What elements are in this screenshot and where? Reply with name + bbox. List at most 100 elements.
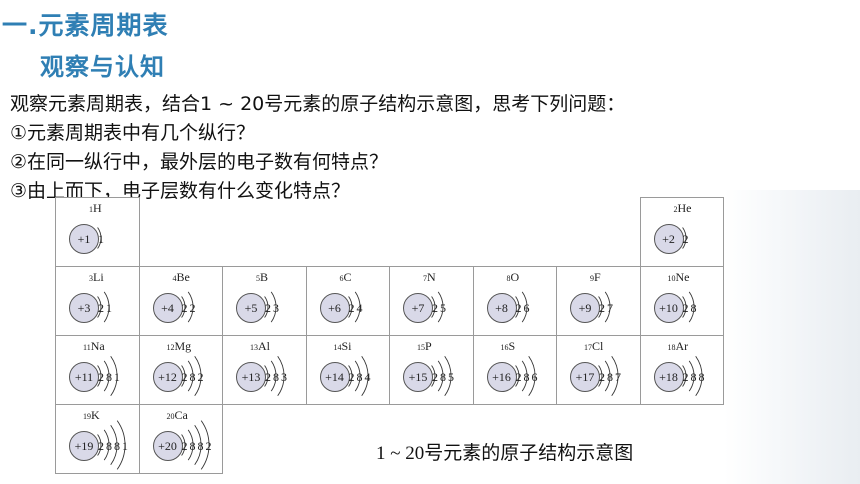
electron-shell-arc	[611, 355, 619, 397]
atomic-number: 1	[89, 205, 93, 214]
element-symbol-text: Si	[341, 339, 352, 353]
nucleus-circle: +18	[653, 362, 684, 392]
atomic-number: 16	[500, 343, 509, 352]
shell-electron-count: 2	[197, 370, 204, 384]
shell-electron-count: 1	[106, 301, 112, 315]
electron-shell-arcs	[97, 355, 118, 397]
nucleus-circle: +3	[69, 293, 99, 323]
electron-shell-arc	[514, 296, 519, 318]
nucleus-circle: +6	[319, 293, 350, 323]
electron-shell-arc	[354, 360, 360, 392]
electron-shell-arc	[521, 360, 527, 392]
shell-electron-count: 1	[122, 439, 128, 453]
nucleus-circle: +15	[403, 362, 433, 392]
electron-shell-arcs	[97, 420, 126, 470]
nucleus-circle: +1	[69, 224, 99, 254]
element-symbol-text: Ca	[174, 408, 188, 422]
element-symbol-text: Mg	[174, 339, 192, 353]
electron-shell-arc	[604, 360, 611, 392]
electron-shell-arc	[688, 291, 694, 323]
electron-shell-arcs	[598, 291, 611, 323]
shell-electron-count: 8	[114, 439, 120, 453]
electron-shell-arcs	[681, 227, 686, 249]
element-symbol-text: F	[594, 270, 601, 284]
element-symbol: 19K	[83, 408, 100, 423]
shell-electron-count: 8	[273, 370, 279, 384]
electron-shell-arcs	[431, 355, 452, 397]
atomic-number: 5	[256, 274, 260, 283]
atomic-number: 18	[667, 343, 676, 352]
element-symbol: 5B	[256, 270, 268, 285]
electron-shell-arc	[681, 227, 686, 249]
electron-shell-arc	[681, 296, 686, 318]
question-3: ③由上而下，电子层数有什么变化特点？	[10, 180, 351, 202]
nucleus-circle: +2	[653, 224, 684, 254]
electron-shell-arcs	[180, 420, 209, 470]
element-symbol-text: C	[343, 270, 352, 284]
electron-shell-arcs	[347, 291, 360, 323]
shell-electron-count: 2	[599, 370, 605, 384]
electron-shell-arcs	[514, 355, 535, 397]
shell-electron-count: 2	[515, 301, 522, 315]
shell-electron-count: 8	[189, 439, 196, 453]
electron-shell-arc	[187, 429, 193, 461]
atomic-number: 9	[590, 274, 594, 283]
nucleus-circle: +20	[152, 431, 183, 461]
shell-electron-count: 2	[432, 370, 438, 384]
shell-electron-count: 7	[615, 370, 621, 384]
electron-shell-arcs	[431, 291, 444, 323]
electron-shell-arc	[97, 296, 102, 318]
background-lab-photo	[724, 190, 860, 484]
element-symbol-text: P	[425, 339, 432, 353]
shell-electron-count: 2	[181, 439, 188, 453]
element-symbol-text: Na	[90, 339, 105, 353]
electron-shell-arc	[180, 365, 185, 387]
electron-shell-arc	[97, 227, 102, 249]
element-symbol-text: B	[260, 270, 269, 284]
shell-electron-count: 2	[205, 439, 212, 453]
shell-electron-count: 2	[682, 232, 689, 246]
electron-shell-arcs	[681, 355, 702, 397]
shell-electron-count: 5	[448, 370, 454, 384]
shell-electron-count: 8	[356, 370, 363, 384]
atomic-number: 12	[166, 343, 175, 352]
shell-electron-count: 8	[440, 370, 446, 384]
electron-shell-arc	[431, 365, 436, 387]
element-symbol: 20Ca	[167, 408, 188, 423]
atomic-number: 3	[89, 274, 93, 283]
shell-electron-count: 1	[114, 370, 120, 384]
electron-shell-arcs	[347, 355, 368, 397]
shell-electron-count: 8	[106, 370, 112, 384]
shell-electron-count: 2	[348, 370, 355, 384]
shell-electron-count: 2	[181, 301, 188, 315]
shell-electron-count: 6	[523, 301, 530, 315]
electron-shell-arc	[193, 424, 201, 466]
element-symbol: 11Na	[83, 339, 105, 354]
nucleus-circle: +8	[486, 293, 517, 323]
element-symbol: 18Ar	[668, 339, 689, 354]
electron-shell-arcs	[514, 291, 527, 323]
electron-shell-arc	[354, 291, 360, 323]
electron-shell-arc	[598, 365, 603, 387]
electron-shell-arc	[97, 365, 102, 387]
electron-shell-arcs	[598, 355, 619, 397]
shell-electron-count: 4	[356, 301, 363, 315]
shell-electron-count: 2	[348, 301, 355, 315]
shell-electron-count: 3	[273, 301, 279, 315]
electron-shell-arc	[116, 420, 126, 470]
element-symbol: 13Al	[250, 339, 270, 354]
shell-electron-count: 2	[515, 370, 522, 384]
electron-shell-arc	[270, 291, 277, 323]
shell-electron-count: 8	[690, 301, 697, 315]
shell-electron-count: 4	[364, 370, 371, 384]
electron-shell-arc	[264, 296, 269, 318]
figure-caption: 1 ~ 20号元素的原子结构示意图	[376, 443, 634, 464]
atomic-number: 10	[667, 274, 676, 283]
electron-shell-arc	[694, 355, 702, 397]
